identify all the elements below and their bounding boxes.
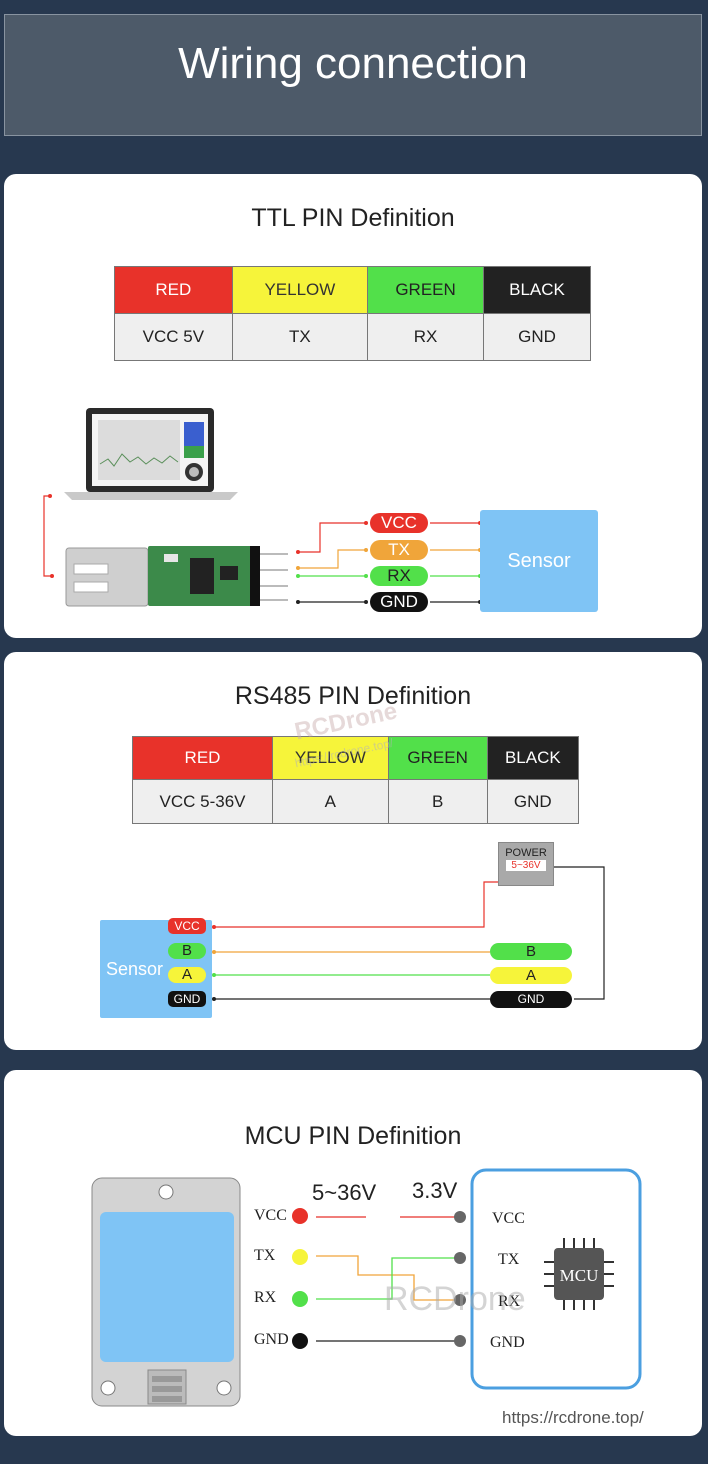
ttl-wire-label-gnd: GND xyxy=(370,592,428,612)
mcu-chip-icon xyxy=(544,1238,614,1310)
rs485-color-green: GREEN xyxy=(387,736,488,780)
rs485-value-vcc: VCC 5-36V xyxy=(131,779,274,824)
power-supply-box: POWER 5~36V xyxy=(498,842,554,886)
site-url: https://rcdrone.top/ xyxy=(502,1408,644,1427)
ttl-color-black: BLACK xyxy=(483,266,591,314)
ttl-value-rx: RX xyxy=(367,313,484,361)
usb-ttl-adapter-icon xyxy=(65,546,288,607)
power-supply-label: POWER xyxy=(505,847,547,859)
ttl-value-gnd: GND xyxy=(483,313,591,361)
rs485-right-pin-b: B xyxy=(490,943,572,960)
rs485-wiring-diagram xyxy=(212,866,605,1001)
ttl-sensor-box: Sensor xyxy=(480,510,598,612)
rs485-value-b: B xyxy=(387,779,488,824)
ttl-value-tx: TX xyxy=(231,313,369,361)
rs485-sensor-pin-b: B xyxy=(168,943,206,959)
sensor-device-icon xyxy=(91,1177,241,1407)
mcu-right-pin-tx: TX xyxy=(498,1251,520,1268)
mcu-chip-label: MCU xyxy=(559,1266,599,1285)
voltage-label-mcu: 3.3V xyxy=(412,1178,458,1203)
rs485-right-pin-gnd: GND xyxy=(490,991,572,1008)
mcu-right-pin-gnd: GND xyxy=(490,1334,525,1351)
mcu-panel: MCU PIN Definition xyxy=(4,1070,702,1436)
ttl-color-red: RED xyxy=(114,266,233,314)
ttl-title: TTL PIN Definition xyxy=(251,204,455,232)
ttl-value-vcc: VCC 5V xyxy=(114,313,233,361)
ttl-wire-label-tx: TX xyxy=(370,540,428,560)
rs485-sensor-pin-a: A xyxy=(168,967,206,983)
rs485-value-gnd: GND xyxy=(486,779,580,824)
rs485-panel: RS485 PIN Definition RED YELLOW GREEN BL… xyxy=(4,652,702,1050)
ttl-color-yellow: YELLOW xyxy=(231,266,369,314)
mcu-left-pin-rx: RX xyxy=(254,1289,277,1306)
rs485-sensor-pin-vcc: VCC xyxy=(168,918,206,934)
rs485-color-yellow: YELLOW xyxy=(272,736,389,780)
mcu-title: MCU PIN Definition xyxy=(244,1122,462,1150)
rs485-pin-table: RED YELLOW GREEN BLACK VCC 5-36V A B GND xyxy=(131,736,580,824)
rs485-sensor-pin-gnd: GND xyxy=(168,991,206,1007)
rs485-value-a: A xyxy=(272,779,389,824)
ttl-sensor-label: Sensor xyxy=(507,549,571,572)
mcu-right-pin-rx: RX xyxy=(498,1293,521,1310)
rs485-sensor-label: Sensor xyxy=(106,958,164,979)
rs485-title: RS485 PIN Definition xyxy=(234,682,472,710)
ttl-wire-label-rx: RX xyxy=(370,566,428,586)
rs485-right-pin-a: A xyxy=(490,967,572,984)
mcu-wiring-diagram xyxy=(91,1168,642,1407)
mcu-left-pin-gnd: GND xyxy=(254,1331,289,1348)
mcu-right-pin-vcc: VCC xyxy=(492,1210,525,1227)
header-banner: Wiring connection xyxy=(4,14,702,136)
mcu-left-pin-tx: TX xyxy=(254,1247,276,1264)
power-supply-voltage: 5~36V xyxy=(506,860,546,871)
page-title: Wiring connection xyxy=(178,39,528,88)
ttl-panel: TTL PIN Definition RED YELLOW GREEN BLAC… xyxy=(4,174,702,638)
ttl-pin-table: RED YELLOW GREEN BLACK VCC 5V TX RX GND xyxy=(114,266,591,361)
ttl-wiring-diagram xyxy=(43,408,482,607)
ttl-wire-label-vcc: VCC xyxy=(370,513,428,533)
mcu-watermark: RCDrone xyxy=(384,1280,526,1318)
laptop-icon xyxy=(64,408,238,500)
voltage-label-sensor: 5~36V xyxy=(312,1180,377,1205)
mcu-left-pin-vcc: VCC xyxy=(254,1207,287,1224)
